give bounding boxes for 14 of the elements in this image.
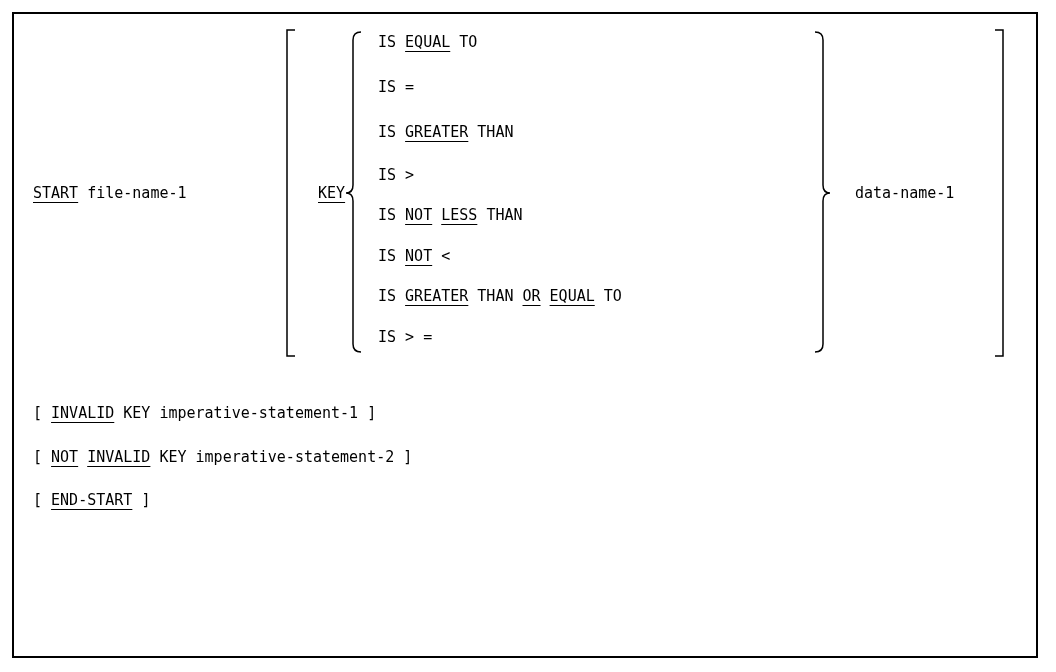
operand-text: data-name-1 bbox=[855, 183, 955, 203]
option-text: IS > bbox=[378, 165, 415, 185]
clause-text: [ INVALID KEY imperative-statement-1 ] bbox=[33, 403, 377, 423]
option-text: IS EQUAL TO bbox=[378, 32, 478, 52]
statement-text: START file-name-1 bbox=[33, 183, 187, 203]
option-text: IS = bbox=[378, 77, 415, 97]
clause-text: [ END-START ] bbox=[33, 490, 151, 510]
option-text: IS NOT < bbox=[378, 246, 451, 266]
option-text: IS GREATER THAN bbox=[378, 122, 514, 142]
option-text: IS GREATER THAN OR EQUAL TO bbox=[378, 286, 622, 306]
clause-text: [ NOT INVALID KEY imperative-statement-2 ] bbox=[33, 447, 413, 467]
option-text: IS > = bbox=[378, 327, 433, 347]
option-text: IS NOT LESS THAN bbox=[378, 205, 523, 225]
keyword-text: KEY bbox=[318, 183, 346, 203]
